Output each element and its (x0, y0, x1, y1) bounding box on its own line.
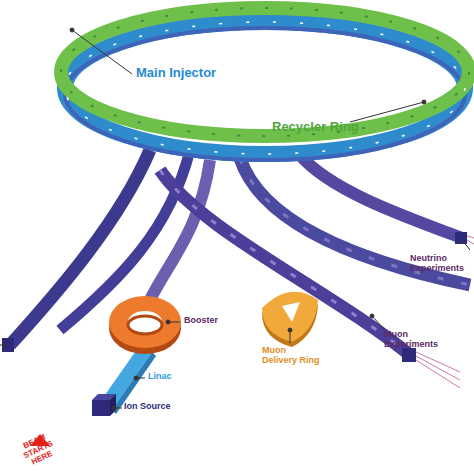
beamlines (10, 150, 470, 355)
ring-label: Booster (184, 316, 218, 326)
beamline-label: Neutrino Experiments (410, 254, 470, 274)
component-label: Linac (148, 372, 172, 382)
ring-label: Muon Delivery Ring (262, 346, 322, 366)
component-label: Ion Source (124, 402, 171, 412)
ring-label: Recycler Ring (272, 120, 359, 134)
beamline-label: Muon Experiments (384, 330, 434, 350)
ring-label: Main Injector (136, 66, 216, 80)
booster-ring (109, 296, 181, 354)
beam-ends (2, 232, 467, 362)
main-ring (61, 8, 469, 160)
ion-source (92, 394, 116, 416)
muon-delivery-ring (262, 292, 318, 347)
leader-lines (0, 28, 470, 410)
start-note: BEAM STARTS HERE (12, 429, 65, 472)
